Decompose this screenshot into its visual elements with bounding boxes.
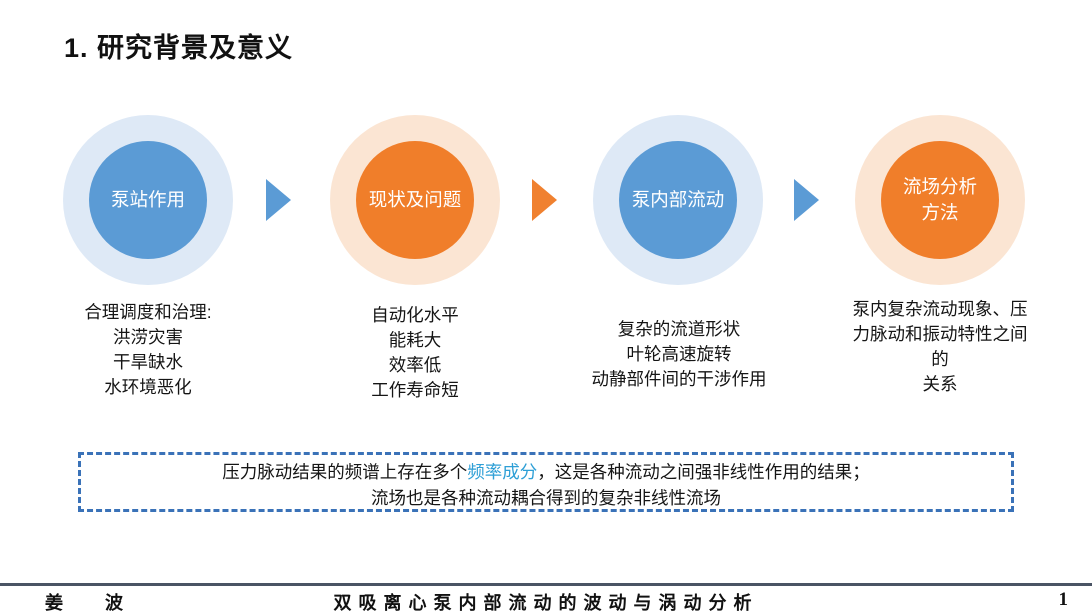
footer-divider xyxy=(0,583,1092,586)
callout-text-pre: 压力脉动结果的频谱上存在多个 xyxy=(222,462,468,482)
callout-line-1: 压力脉动结果的频谱上存在多个频率成分，这是各种流动之间强非线性作用的结果； xyxy=(81,459,1011,485)
stage-label-status-problems: 现状及问题 xyxy=(368,189,462,211)
stage-description-analysis-method: 泵内复杂流动现象、压力脉动和振动特性之间的 关系 xyxy=(852,299,1028,394)
footer-thesis-title: 双吸离心泵内部流动的波动与涡动分析 xyxy=(333,593,759,613)
stage-label-internal-flow: 泵内部流动 xyxy=(631,189,725,211)
stage-halo-internal-flow: 泵内部流动 xyxy=(593,115,763,285)
stage-circle-status-problems: 现状及问题 xyxy=(356,141,474,259)
callout-line-2: 流场也是各种流动耦合得到的复杂非线性流场 xyxy=(371,488,721,509)
callout-text-post: ，这是各种流动之间强非线性作用的结果； xyxy=(537,462,870,482)
stage-description-status-problems: 自动化水平 能耗大 效率低 工作寿命短 xyxy=(371,305,459,400)
footer-author: 姜 波 xyxy=(45,593,135,613)
stage-circle-internal-flow: 泵内部流动 xyxy=(619,141,737,259)
stage-description-pump-station: 合理调度和治理: 洪涝灾害 干旱缺水 水环境恶化 xyxy=(84,302,212,397)
slide-title: 1. 研究背景及意义 xyxy=(64,33,294,63)
stage-label-pump-station: 泵站作用 xyxy=(110,189,185,211)
stage-halo-analysis-method: 流场分析 方法 xyxy=(855,115,1025,285)
callout-box: 压力脉动结果的频谱上存在多个频率成分，这是各种流动之间强非线性作用的结果； 流场… xyxy=(78,452,1014,512)
callout-highlight-text: 频率成分 xyxy=(467,462,538,482)
stage-description-internal-flow: 复杂的流道形状 叶轮高速旋转 动静部件间的干涉作用 xyxy=(591,319,767,389)
stage-circle-analysis-method: 流场分析 方法 xyxy=(881,141,999,259)
footer-page-number: 1 xyxy=(1058,589,1069,610)
footer: 姜 波 双吸离心泵内部流动的波动与涡动分析 1 xyxy=(0,589,1092,615)
flow-arrow-icon xyxy=(532,179,557,221)
stage-circle-pump-station: 泵站作用 xyxy=(89,141,207,259)
stage-halo-pump-station: 泵站作用 xyxy=(63,115,233,285)
flow-arrow-icon xyxy=(266,179,291,221)
flow-arrow-icon xyxy=(794,179,819,221)
stage-halo-status-problems: 现状及问题 xyxy=(330,115,500,285)
stage-label-analysis-method: 流场分析 方法 xyxy=(902,176,977,223)
